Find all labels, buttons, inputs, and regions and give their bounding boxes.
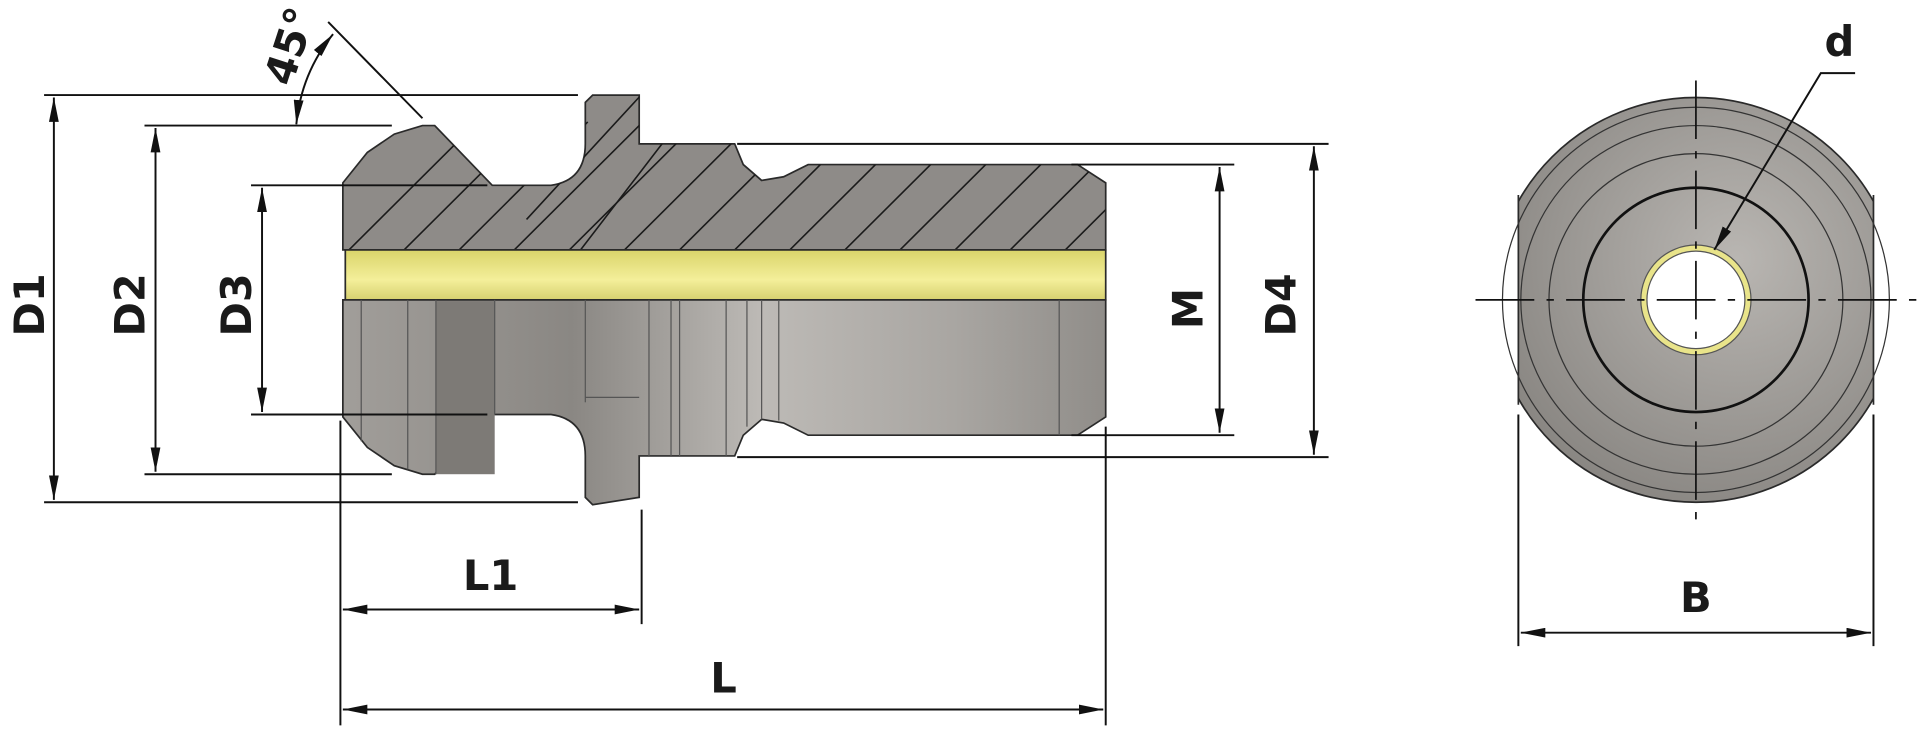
dim-d-leader — [1713, 72, 1856, 251]
label-d3: D3 — [212, 273, 261, 336]
dim-angle — [293, 33, 334, 125]
label-l: L — [710, 654, 737, 703]
extension-lines — [44, 21, 1329, 726]
exterior-edges — [360, 299, 1060, 475]
label-d: d — [1824, 17, 1854, 66]
label-m: M — [1163, 288, 1212, 329]
bore-insert — [344, 249, 1107, 301]
label-d1: D1 — [5, 273, 54, 336]
end-dimension-lines — [1517, 72, 1875, 647]
section-upper-half — [342, 94, 1107, 251]
center-lines — [1475, 80, 1917, 520]
label-d2: D2 — [105, 273, 154, 336]
label-l1: L1 — [463, 551, 518, 600]
label-d4: D4 — [1256, 273, 1305, 336]
side-view: 45° D1 D2 D3 M D4 L1 L — [5, 1, 1329, 726]
end-view: d B — [1475, 17, 1917, 647]
dimension-lines — [48, 33, 1319, 715]
label-b: B — [1680, 573, 1712, 622]
label-angle: 45° — [254, 1, 325, 91]
